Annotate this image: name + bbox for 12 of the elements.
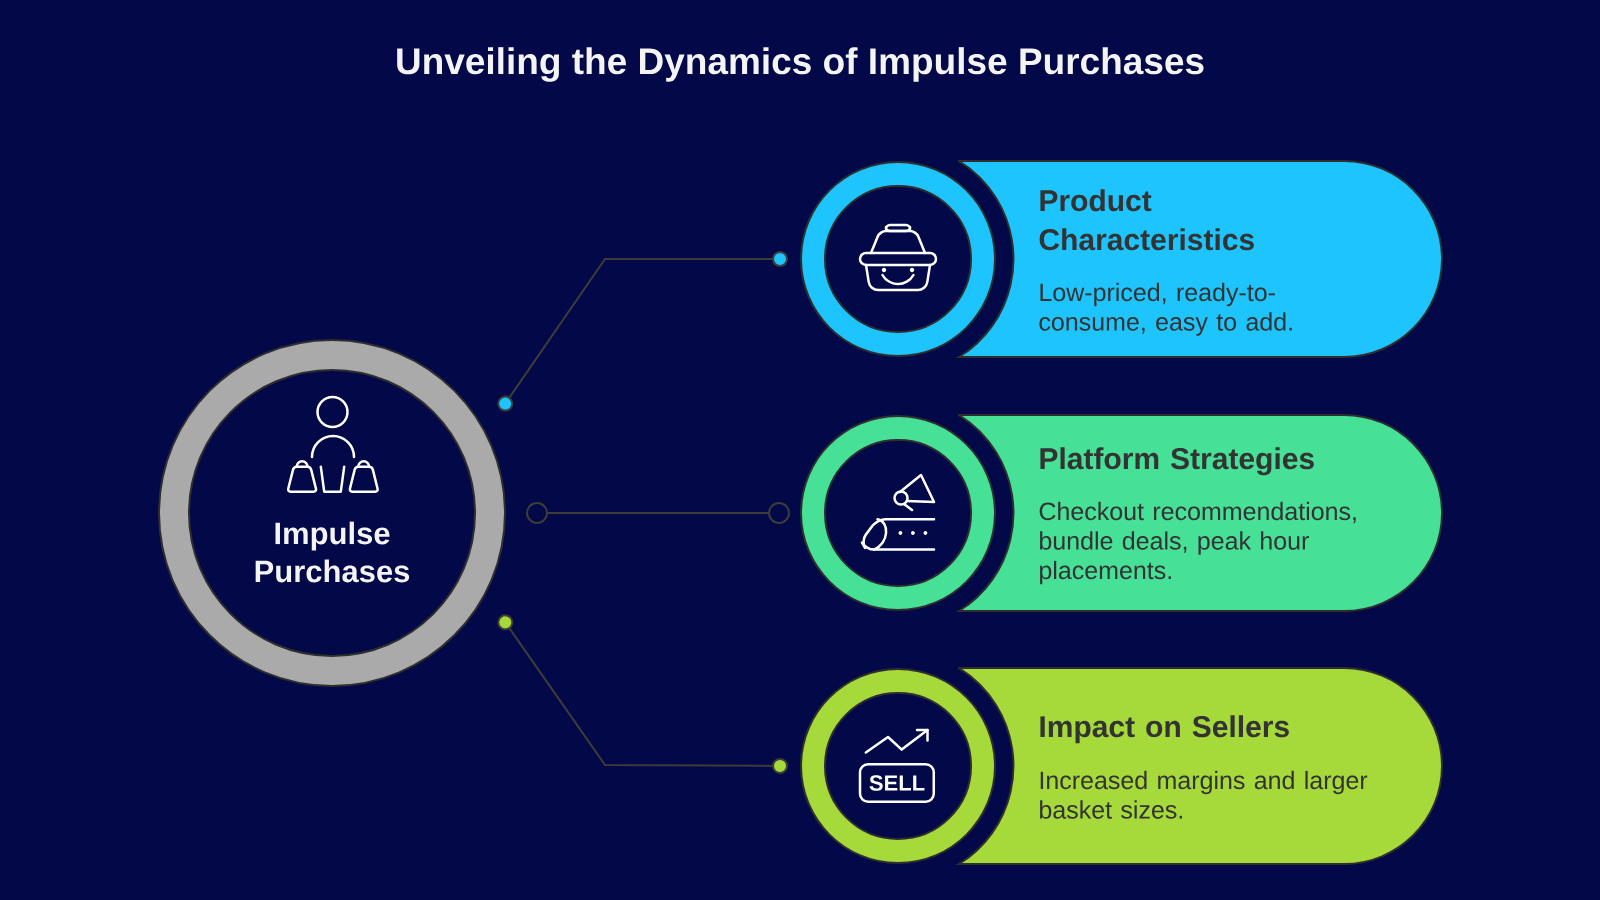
connector (526, 502, 790, 524)
card-text: Checkout recommendations, bundle deals, peak hour placements. (1039, 501, 1356, 585)
connector (497, 614, 788, 774)
circle-label: Impulse Purchases (255, 521, 410, 583)
card-heading: Impact on Sellers (1040, 715, 1289, 744)
card-text: Increased margins and larger basket sizes. (1040, 770, 1368, 819)
card-heading: Platform Strategies (1040, 447, 1314, 476)
card-text: Low-priced, ready-to-consume, easy to add. (1039, 282, 1292, 336)
connector (497, 251, 788, 412)
card-heading: Product Characteristics (1039, 189, 1254, 251)
title: Unveiling the Dynamics of Impulse Purchases (397, 47, 1204, 82)
sell-sign: SELL (858, 762, 935, 803)
